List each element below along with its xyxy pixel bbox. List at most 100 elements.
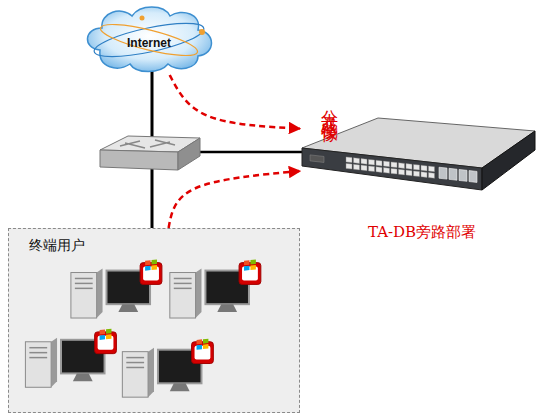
tower-case [170, 273, 196, 319]
orbit-dot [199, 29, 205, 35]
ethernet-port [369, 159, 375, 165]
switch-side [178, 138, 200, 170]
ethernet-port [384, 161, 390, 167]
appliance-node: TA-DB旁路部署 [300, 115, 535, 195]
monitor-stand [73, 373, 93, 381]
computer-symbol [170, 260, 261, 319]
ethernet-port [429, 166, 435, 172]
ethernet-port [414, 164, 420, 170]
tower-side [51, 338, 57, 387]
drive-slot [126, 357, 144, 358]
computer-symbol [25, 329, 116, 388]
orbit-dot [140, 16, 145, 21]
windows-logo [250, 265, 255, 270]
windows-logo [250, 260, 255, 265]
drive-slot [126, 367, 144, 368]
tower-case [25, 342, 51, 388]
windows-logo [152, 265, 157, 270]
agent-badge [140, 263, 162, 285]
windows-logo [244, 260, 249, 265]
monitor-stand [118, 304, 138, 312]
agent-badge [95, 332, 117, 354]
drive-slot [126, 362, 144, 363]
agent-badge [192, 342, 214, 364]
switch-arrows [120, 140, 175, 148]
sfp-port [439, 167, 447, 179]
computer-symbol [71, 260, 162, 319]
ethernet-port [346, 163, 352, 169]
agent-badge [239, 263, 261, 285]
node-text: Internet [80, 36, 218, 50]
drive-slot [75, 283, 93, 284]
ethernet-port [421, 172, 427, 178]
windows-logo [197, 345, 202, 350]
group-box: 终端用户 [8, 228, 300, 413]
tower-side [148, 348, 154, 397]
mirror-flow-arrow [170, 75, 300, 129]
drive-slot [174, 288, 192, 289]
sfp-port [469, 171, 477, 183]
ethernet-port [354, 164, 360, 170]
monitor-stand [217, 304, 237, 312]
windows-logo [145, 260, 150, 265]
node-text: TA-DB旁路部署 [368, 223, 476, 242]
windows-logo [203, 344, 208, 349]
ethernet-port [376, 167, 382, 173]
mirror-flow-arrow [169, 171, 300, 228]
drive-slot [174, 278, 192, 279]
internet-cloud: Internet [80, 2, 218, 75]
ethernet-port [406, 170, 412, 176]
flow-note-text: 分光或镜像 [320, 96, 340, 116]
port-panel [310, 153, 477, 183]
tower-case [71, 273, 97, 319]
sfp-port [459, 169, 467, 181]
ethernet-port [429, 173, 435, 179]
drive-slot [29, 357, 47, 358]
tower-side [97, 269, 103, 318]
ethernet-port [361, 165, 367, 171]
drive-slot [75, 288, 93, 289]
drive-slot [29, 352, 47, 353]
appliance-side [482, 131, 535, 190]
console-port [310, 155, 324, 163]
switch-symbol [100, 136, 200, 170]
windows-logo [100, 329, 105, 334]
ethernet-port [414, 171, 420, 177]
appliance-outline [300, 115, 535, 195]
ethernet-port [354, 158, 360, 164]
sfp-port [449, 168, 457, 180]
windows-logo [106, 334, 111, 339]
ethernet-port [406, 164, 412, 170]
tower-side [196, 269, 202, 318]
drive-slot [174, 283, 192, 284]
windows-logo [145, 266, 150, 271]
network-wire [190, 151, 306, 154]
windows-logo [203, 339, 208, 344]
appliance-front [302, 148, 482, 190]
windows-logo [152, 260, 157, 265]
ethernet-port [376, 160, 382, 166]
switch-front [100, 150, 178, 170]
ethernet-port [361, 159, 367, 165]
computer-symbol [122, 339, 213, 398]
ethernet-port [399, 169, 405, 175]
terminal-illustration [9, 229, 299, 412]
flow-note: 分光或镜像 [320, 96, 340, 116]
ethernet-port [421, 165, 427, 171]
ethernet-port [391, 162, 397, 168]
ethernet-port [369, 166, 375, 172]
ethernet-port [346, 157, 352, 163]
ethernet-port [384, 168, 390, 174]
ethernet-port [399, 163, 405, 169]
windows-logo [106, 329, 111, 334]
ethernet-port [391, 168, 397, 174]
node-text: 终端用户 [29, 237, 85, 255]
windows-logo [100, 335, 105, 340]
drive-slot [75, 278, 93, 279]
windows-logo [244, 266, 249, 271]
windows-logo [197, 339, 202, 344]
tower-case [122, 352, 148, 398]
monitor-stand [170, 383, 190, 391]
